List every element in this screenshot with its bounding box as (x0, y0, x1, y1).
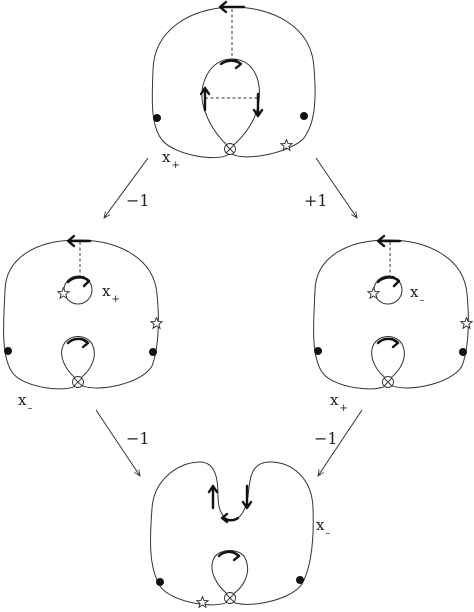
edge-label-left-bottom: −1 (126, 429, 150, 448)
orientation-arrow-left (66, 234, 92, 248)
edge-label-top-right: +1 (304, 191, 328, 210)
orientation-arrow-left (218, 0, 246, 14)
basepoint-dot (459, 348, 467, 356)
orientation-arrow-bottom (220, 512, 240, 524)
orientation-arrow-cw (66, 275, 91, 288)
label-top: x+ (162, 148, 180, 171)
transition-arrows: −1 +1 −1 −1 (95, 157, 363, 476)
orientation-arrow-cw (219, 58, 243, 70)
crossing-marker (224, 592, 236, 604)
star-marker (150, 317, 163, 329)
outer-curve (149, 461, 314, 606)
label-right-inner: x– (410, 283, 424, 306)
orientation-arrow-up (207, 484, 219, 510)
star-marker (460, 317, 473, 329)
outer-curve (313, 239, 469, 390)
crossing-marker (224, 143, 236, 155)
star-marker (196, 596, 209, 608)
basepoint-dot (314, 347, 322, 355)
label-left-outer: x– (18, 391, 32, 414)
inner-loop (201, 58, 260, 149)
orientation-arrow-cw (376, 337, 400, 349)
orientation-arrow-cw (376, 275, 401, 288)
arrow-top-to-left (104, 157, 149, 218)
arrow-right-to-bottom (318, 409, 363, 476)
inner-loop-lower (61, 336, 95, 381)
orientation-arrow-down (252, 92, 264, 118)
outer-curve (151, 6, 316, 159)
orientation-arrow-up (199, 86, 211, 112)
diagram-left: x+ x– (3, 234, 163, 414)
inner-loop-lower (371, 336, 405, 381)
orientation-arrow-cw (217, 550, 241, 562)
diagram-bottom: x– (149, 461, 330, 608)
basepoint-dot (296, 576, 304, 584)
arrow-left-to-bottom (95, 409, 140, 476)
diagram-right: x– x+ (313, 234, 473, 414)
outer-curve (3, 239, 159, 390)
edge-label-top-left: −1 (126, 191, 150, 210)
basepoint-dot (4, 347, 12, 355)
edge-label-right-bottom: −1 (314, 429, 338, 448)
inner-loop-lower (211, 550, 249, 597)
orientation-arrow-down (241, 484, 253, 510)
basepoint-dot (300, 112, 308, 120)
label-bottom: x– (316, 516, 330, 539)
crossing-marker (382, 376, 394, 388)
orientation-arrow-cw (66, 337, 90, 349)
label-right-outer: x+ (330, 391, 348, 414)
basepoint-dot (153, 114, 161, 122)
star-marker (367, 287, 380, 299)
diagram-top: x+ (151, 0, 316, 171)
basepoint-dot (149, 348, 157, 356)
crossing-marker (72, 376, 84, 388)
arrow-top-to-right (315, 157, 357, 218)
basepoint-dot (156, 578, 164, 586)
label-left-inner: x+ (102, 282, 120, 305)
star-marker (57, 287, 70, 299)
orientation-arrow-left (376, 234, 402, 248)
